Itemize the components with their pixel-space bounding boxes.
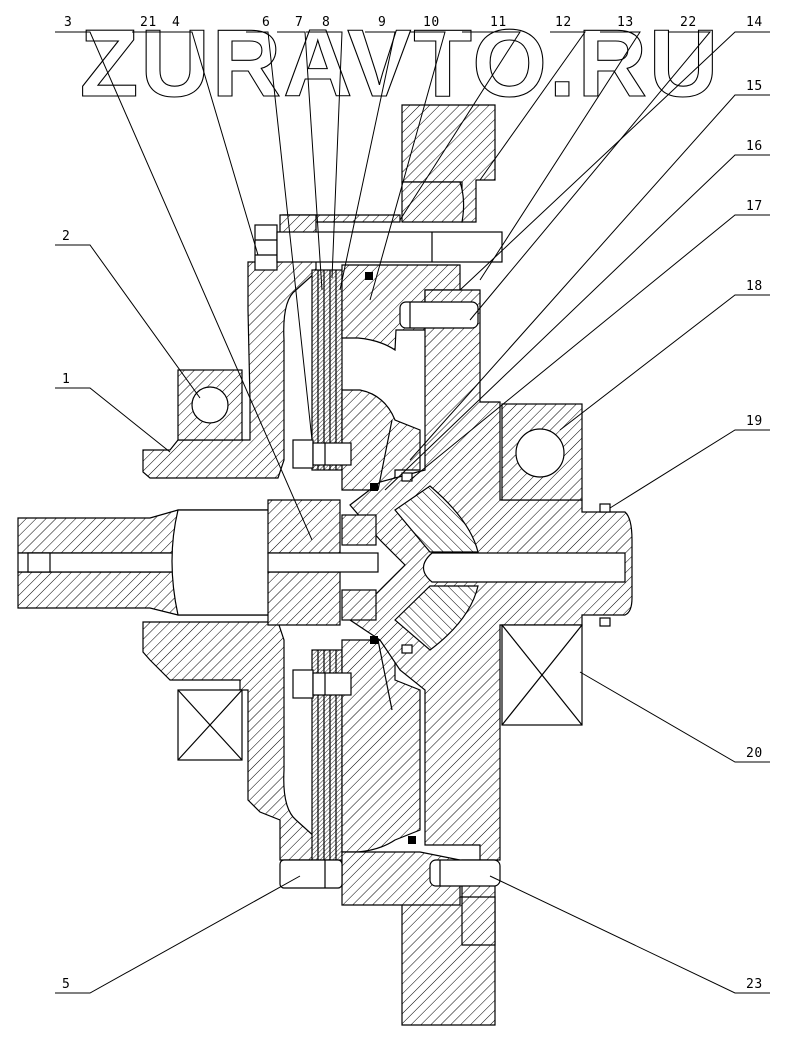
needle-bearing-20 [501, 624, 583, 726]
callout-23: 23 [746, 977, 763, 992]
callout-21: 21 [140, 15, 157, 30]
callout-5: 5 [62, 977, 70, 992]
watermark-logo: ZURAVTO.RU [80, 10, 720, 117]
callout-19: 19 [746, 414, 763, 429]
bearing-2 [177, 369, 243, 441]
callout-4: 4 [172, 15, 180, 30]
input-shaft [17, 499, 379, 626]
callout-labels: 3 21 4 6 7 8 9 10 11 12 13 22 14 15 16 1… [62, 15, 763, 992]
output-hub [349, 289, 633, 861]
bearing-18 [501, 403, 583, 501]
callout-16: 16 [746, 139, 763, 154]
leader-lines [55, 31, 770, 994]
callout-17: 17 [746, 199, 763, 214]
callout-10: 10 [423, 15, 440, 30]
callout-8: 8 [322, 15, 330, 30]
callout-18: 18 [746, 279, 763, 294]
callout-14: 14 [746, 15, 763, 30]
through-bolt [254, 224, 503, 271]
pin-top [399, 301, 479, 329]
pressure-drum [341, 264, 461, 906]
callout-13: 13 [617, 15, 634, 30]
callout-1: 1 [62, 372, 70, 387]
callout-11: 11 [490, 15, 507, 30]
callout-3: 3 [64, 15, 72, 30]
diaphragm-spring [365, 272, 416, 844]
callout-7: 7 [295, 15, 303, 30]
pin-23 [429, 859, 501, 887]
bolt-6 [292, 439, 352, 469]
callout-12: 12 [555, 15, 572, 30]
bolt-bottom [292, 669, 352, 699]
callout-20: 20 [746, 746, 763, 761]
callout-22: 22 [680, 15, 697, 30]
clutch-housing [142, 214, 401, 861]
callout-6: 6 [262, 15, 270, 30]
callout-2: 2 [62, 229, 70, 244]
callout-15: 15 [746, 79, 763, 94]
pin-5 [279, 859, 343, 889]
callout-9: 9 [378, 15, 386, 30]
needle-bearing-left [177, 689, 243, 761]
pilot-bearing [341, 514, 377, 621]
